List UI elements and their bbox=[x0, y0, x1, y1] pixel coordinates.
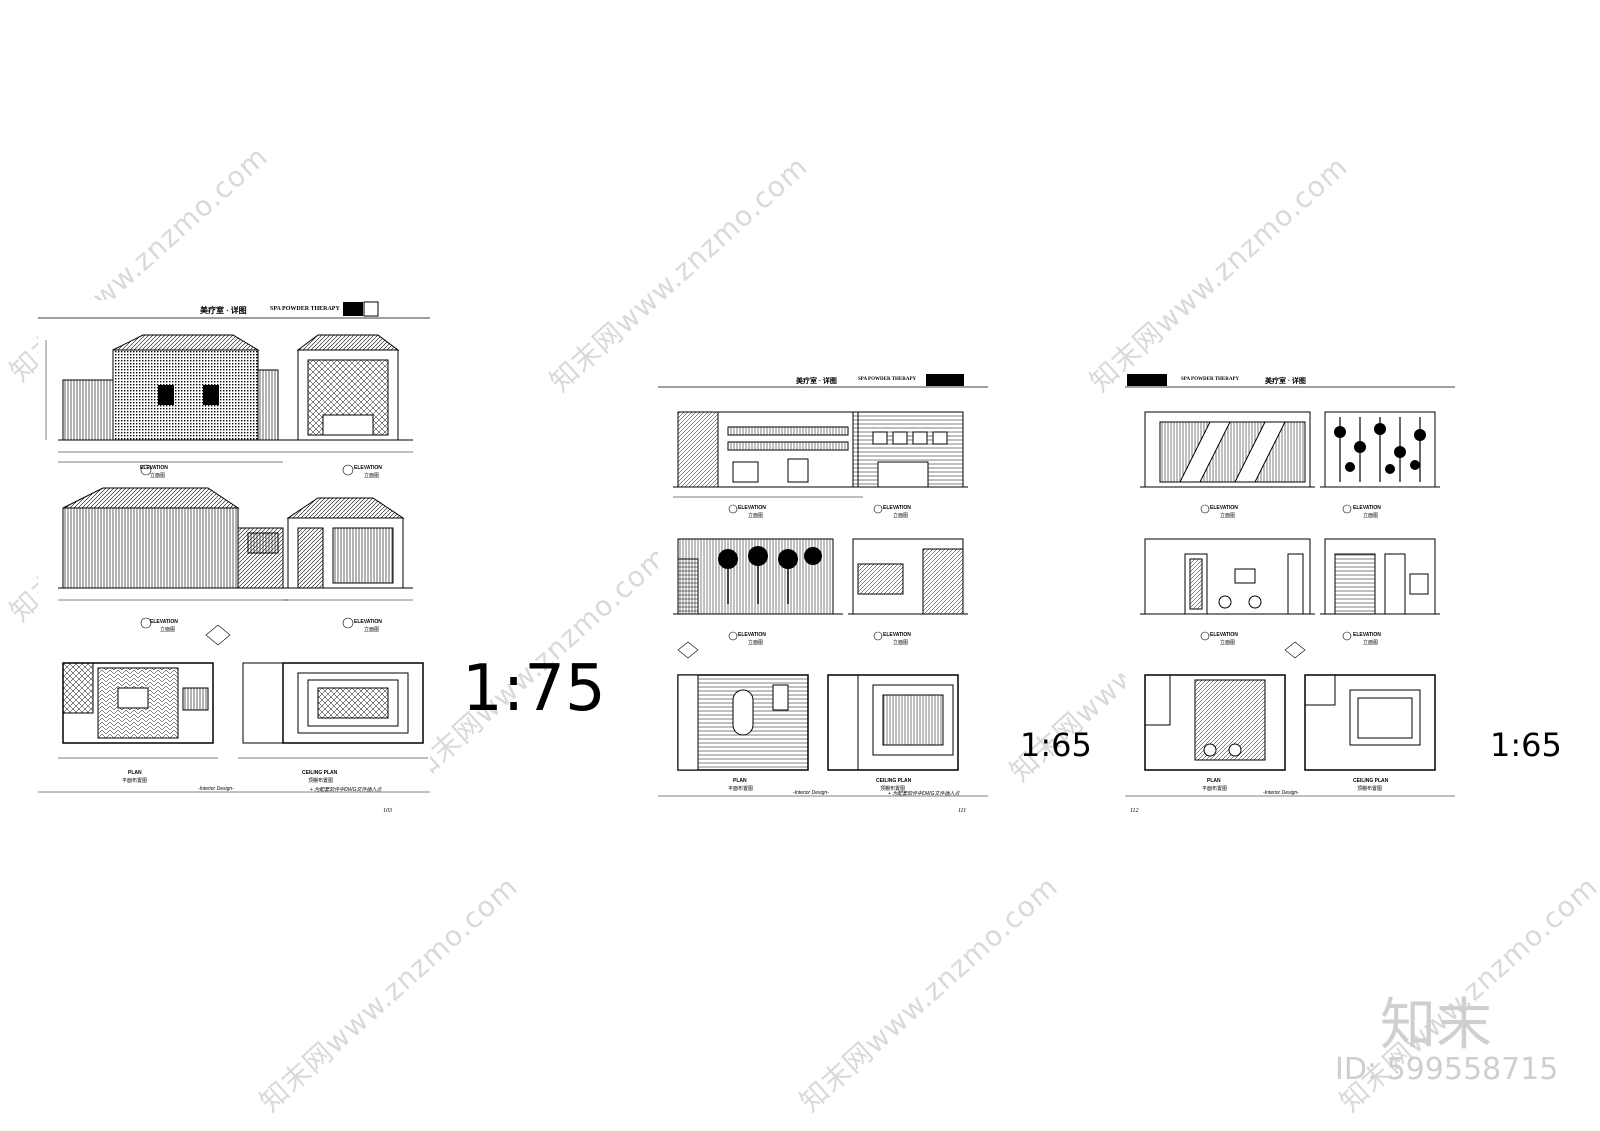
drawing-sheet-2: 美疗室 · 详图 SPA POWDER THERAPY bbox=[658, 372, 988, 822]
ceiling-plan-label-cn: 顶棚布置图 bbox=[308, 778, 334, 784]
elev-b-label-cn: 立面图 bbox=[893, 513, 909, 519]
plan-label: PLAN bbox=[128, 770, 142, 776]
plan-label-cn: 平面布置图 bbox=[728, 786, 754, 792]
plan-label: PLAN bbox=[733, 778, 747, 784]
elev-c-label-cn: 立面图 bbox=[1220, 640, 1236, 646]
sheet-footer: -Interior Design- bbox=[793, 790, 829, 796]
sheet-title-cn: 美疗室 · 详图 bbox=[796, 377, 837, 385]
sheet-title-cn: 美疗室 · 详图 bbox=[200, 306, 247, 315]
elev-c-label-cn: 立面图 bbox=[748, 640, 764, 646]
elev-b-label: ELEVATION bbox=[354, 465, 382, 471]
elev-d-label-cn: 立面图 bbox=[364, 627, 380, 633]
elev-a-label-cn: 立面图 bbox=[1220, 513, 1236, 519]
ceiling-plan-label: CEILING PLAN bbox=[876, 778, 912, 784]
drawing-sheet-1: 美疗室 · 详图 SPA POWDER THERAPY bbox=[38, 300, 430, 820]
elev-c-label-cn: 立面图 bbox=[160, 627, 176, 633]
watermark-3: 知末网www.znzmo.com bbox=[1083, 149, 1355, 399]
watermark-7: 知末网www.znzmo.com bbox=[253, 869, 525, 1119]
sheet-2-drawings bbox=[658, 374, 988, 797]
sheet-3-drawings bbox=[1125, 374, 1455, 797]
ceiling-plan-label: CEILING PLAN bbox=[302, 770, 338, 776]
brand-logo: 知末 bbox=[1380, 993, 1492, 1058]
plan-label: PLAN bbox=[1207, 778, 1221, 784]
elev-b-label-cn: 立面图 bbox=[364, 473, 380, 479]
scale-label-3: 1:65 bbox=[1490, 726, 1562, 764]
sheet-footer: -Interior Design- bbox=[198, 786, 234, 792]
elev-a-label: ELEVATION bbox=[140, 465, 168, 471]
sheet-footer-note: + 为配套软件中DWG文件插入点 bbox=[888, 791, 960, 797]
elev-c-label: ELEVATION bbox=[738, 632, 766, 638]
scale-label-2: 1:65 bbox=[1020, 726, 1092, 764]
elev-b-label: ELEVATION bbox=[883, 505, 911, 511]
elev-d-label: ELEVATION bbox=[354, 619, 382, 625]
sheet-title-en: SPA POWDER THERAPY bbox=[1181, 377, 1240, 382]
ceiling-plan-label-cn: 顶棚布置图 bbox=[1357, 786, 1383, 792]
page-number: 112 bbox=[1130, 808, 1139, 814]
sheet-1-drawings bbox=[38, 301, 430, 793]
ceiling-plan-label: CEILING PLAN bbox=[1353, 778, 1389, 784]
brand-id: ID: 599558715 bbox=[1335, 1052, 1559, 1087]
elev-b-label-cn: 立面图 bbox=[1363, 513, 1379, 519]
elev-c-label: ELEVATION bbox=[1210, 632, 1238, 638]
plan-label-cn: 平面布置图 bbox=[122, 778, 148, 784]
elev-c-label: ELEVATION bbox=[150, 619, 178, 625]
page-number: 111 bbox=[958, 808, 967, 814]
page-number: 103 bbox=[383, 808, 392, 814]
elev-d-label-cn: 立面图 bbox=[893, 640, 909, 646]
drawing-sheet-3: SPA POWDER THERAPY 美疗室 · 详图 bbox=[1125, 372, 1455, 822]
plan-label-cn: 平面布置图 bbox=[1202, 786, 1228, 792]
elev-a-label-cn: 立面图 bbox=[748, 513, 764, 519]
elev-a-label: ELEVATION bbox=[738, 505, 766, 511]
elev-a-label: ELEVATION bbox=[1210, 505, 1238, 511]
scale-label-1: 1:75 bbox=[462, 652, 606, 726]
watermark-2: 知末网www.znzmo.com bbox=[543, 149, 815, 399]
watermark-8: 知末网www.znzmo.com bbox=[793, 869, 1065, 1119]
ceiling-plan-label-cn: 顶棚布置图 bbox=[880, 786, 906, 792]
sheet-footer: -Interior Design- bbox=[1263, 790, 1299, 796]
sheet-title-en: SPA POWDER THERAPY bbox=[858, 377, 917, 382]
elev-d-label-cn: 立面图 bbox=[1363, 640, 1379, 646]
sheet-title-cn: 美疗室 · 详图 bbox=[1265, 377, 1306, 385]
elev-d-label: ELEVATION bbox=[1353, 632, 1381, 638]
sheet-title-en: SPA POWDER THERAPY bbox=[270, 306, 340, 312]
elev-b-label: ELEVATION bbox=[1353, 505, 1381, 511]
sheet-footer-note: + 为配套软件中DWG文件插入点 bbox=[310, 787, 382, 793]
elev-d-label: ELEVATION bbox=[883, 632, 911, 638]
elev-a-label-cn: 立面图 bbox=[150, 473, 166, 479]
